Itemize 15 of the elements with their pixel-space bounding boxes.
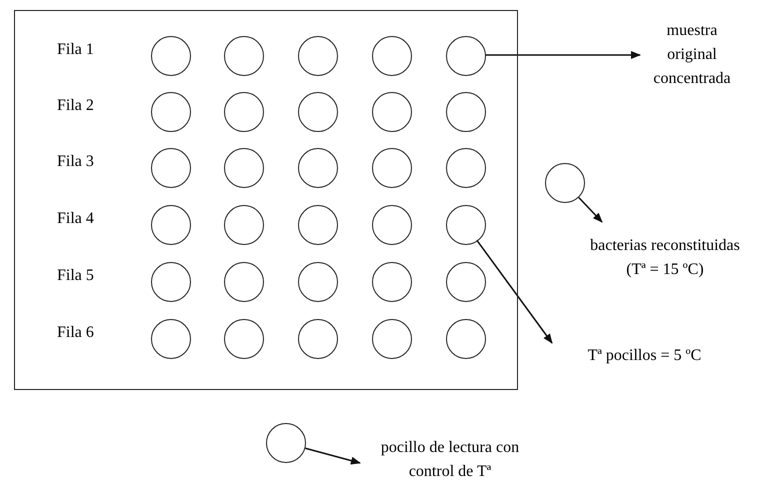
arrow xyxy=(485,51,641,59)
row-label: Fila 3 xyxy=(57,152,94,172)
annotation-text: bacterias reconstituidas (Tª = 15 ºC) xyxy=(589,236,741,280)
annotation-text: muestra original concentrada xyxy=(652,21,732,89)
arrow xyxy=(305,448,361,465)
row-label: Fila 2 xyxy=(57,96,94,116)
arrow xyxy=(578,197,603,223)
arrow xyxy=(476,240,553,344)
annotation-text: pocillo de lectura con control de Tª xyxy=(380,438,520,482)
row-label: Fila 5 xyxy=(57,266,94,286)
annotation-text: Tª pocillos = 5 ºC xyxy=(588,346,702,366)
plate-frame xyxy=(14,10,518,390)
row-label: Fila 4 xyxy=(57,209,94,229)
row-label: Fila 1 xyxy=(57,40,94,60)
row-label: Fila 6 xyxy=(57,323,94,343)
